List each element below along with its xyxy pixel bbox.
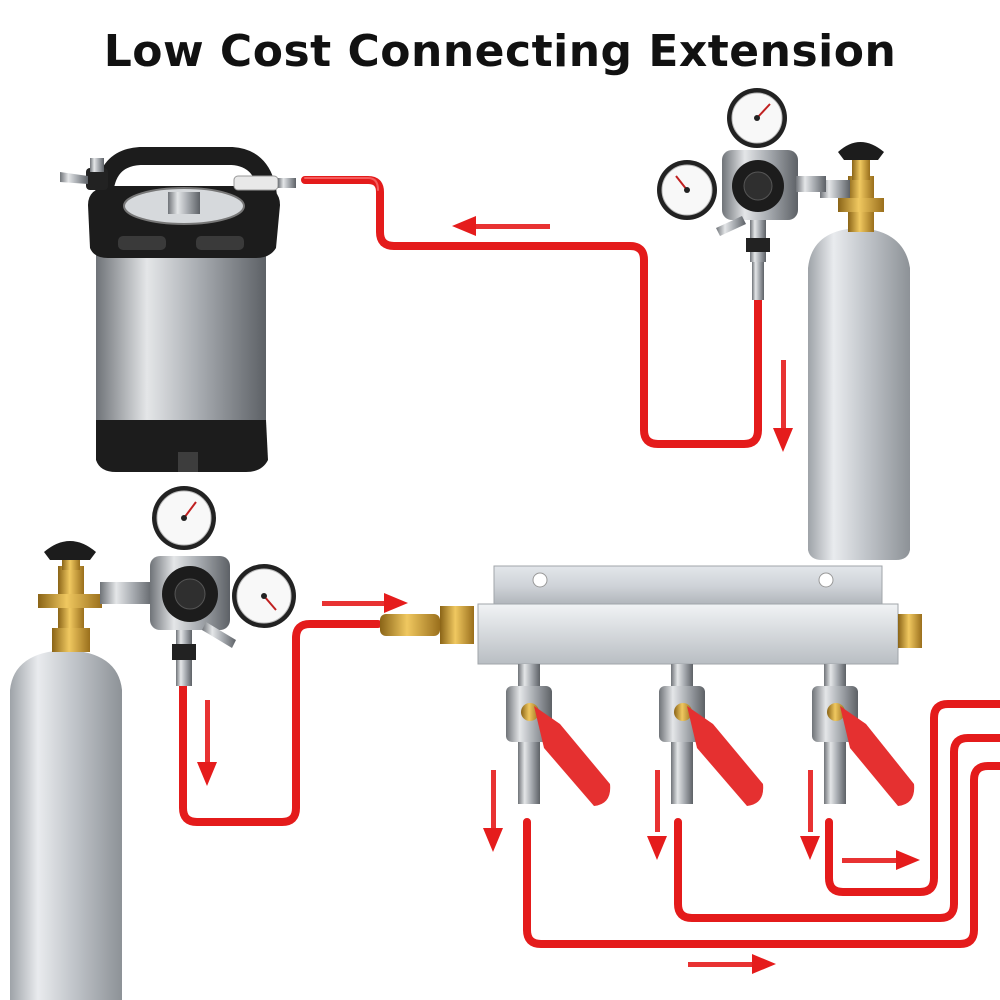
flow-arrows [197, 216, 920, 974]
valve-2 [659, 664, 764, 806]
arrow-right-icon [322, 593, 408, 613]
page-title: Low Cost Connecting Extension [103, 26, 897, 77]
regulator-top [657, 88, 826, 300]
co2-tank-top [808, 142, 910, 560]
gas-line-bottom [179, 620, 382, 826]
valve-3 [812, 664, 915, 806]
keg [60, 147, 296, 472]
valve-1 [506, 664, 611, 806]
outlet-line-2 [674, 734, 1000, 922]
gas-line-top [301, 176, 762, 448]
arrow-down-icon [647, 770, 667, 860]
outlet-line-1 [523, 762, 1000, 948]
arrow-down-icon [800, 770, 820, 860]
regulator-bottom [150, 486, 296, 686]
arrow-down-icon [483, 770, 503, 852]
gas-lines [179, 176, 1000, 948]
gas-manifold [380, 565, 922, 665]
arrow-right-icon [842, 850, 920, 870]
arrow-down-icon [197, 700, 217, 786]
arrow-right-icon [688, 954, 776, 974]
arrow-left-icon [452, 216, 550, 236]
outlet-line-3 [825, 700, 1000, 896]
co2-tank-bottom [10, 541, 154, 1000]
arrow-down-icon [773, 360, 793, 452]
